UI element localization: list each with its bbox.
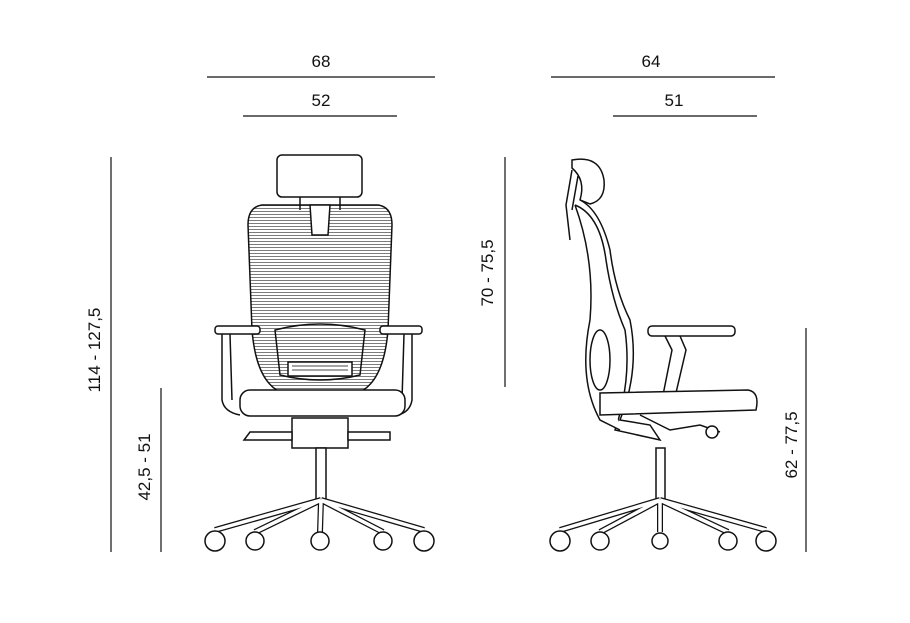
front-view-chair	[204, 154, 435, 552]
label-backrest-height: 70 - 75,5	[478, 239, 497, 307]
label-total-height: 114 - 127,5	[85, 307, 104, 393]
label-front-width-overall: 68	[311, 52, 331, 71]
label-armrest-height: 62 - 77,5	[782, 411, 801, 479]
front-casters	[204, 530, 435, 552]
label-seat-height: 42,5 - 51	[135, 433, 154, 501]
label-front-width-seat: 52	[311, 91, 331, 110]
label-side-depth-seat: 51	[664, 91, 684, 110]
label-side-depth-overall: 64	[641, 52, 661, 71]
side-view-chair	[549, 158, 777, 552]
side-casters	[549, 530, 777, 552]
